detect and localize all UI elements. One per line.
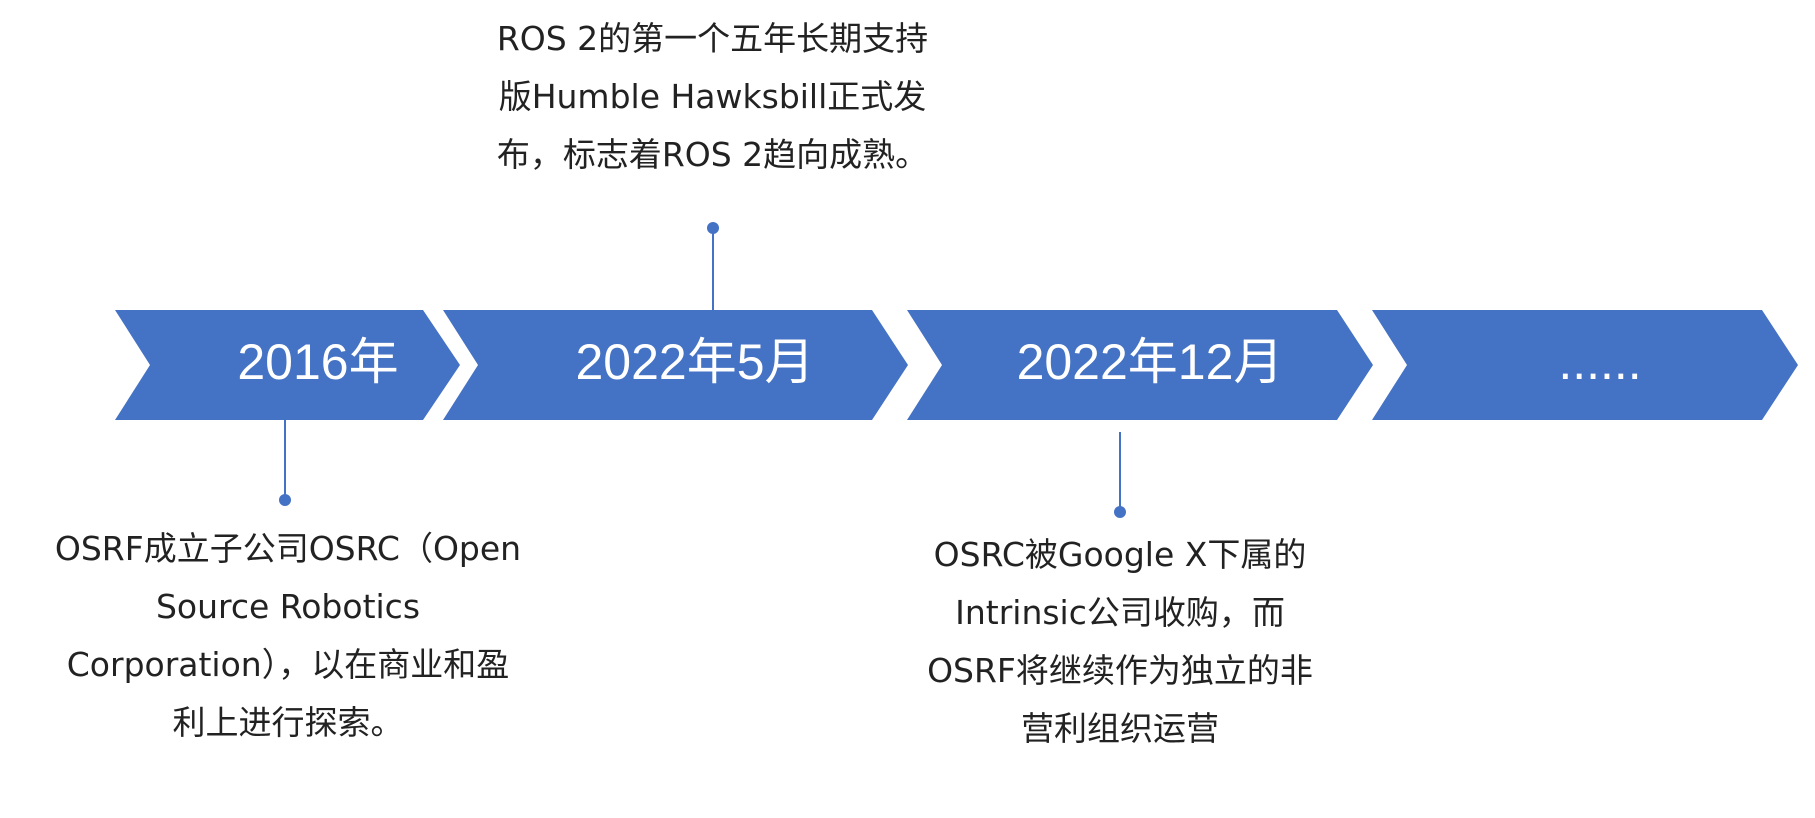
stage-label-2016: 2016年 bbox=[237, 334, 399, 390]
stage-label-2022-may: 2022年5月 bbox=[575, 334, 815, 390]
event-2016: OSRF成立子公司OSRC（Open Source Robotics Corpo… bbox=[8, 520, 568, 752]
event-2022-dec: OSRC被Google X下属的 Intrinsic公司收购，而 OSRF将继续… bbox=[860, 526, 1380, 758]
stage-label-ellipsis: ...... bbox=[1558, 334, 1642, 390]
timeline-chevron-4 bbox=[1372, 310, 1798, 420]
event-2022-dec-line-4: 营利组织运营 bbox=[1021, 709, 1219, 748]
timeline-chevron-1 bbox=[115, 310, 460, 420]
event-2016-line-1: OSRF成立子公司OSRC（Open bbox=[54, 529, 522, 568]
stage-label-2022-dec: 2022年12月 bbox=[1016, 334, 1284, 390]
event-2022-dec-line-1: OSRC被Google X下属的 bbox=[933, 535, 1307, 574]
event-2016-line-3: Corporation），以在商业和盈 bbox=[66, 645, 510, 684]
event-2022-dec-line-3: OSRF将继续作为独立的非 bbox=[927, 651, 1313, 690]
timeline-chevron-3 bbox=[907, 310, 1373, 420]
event-2016-line-2: Source Robotics bbox=[155, 587, 421, 626]
event-2022-dec-line-2: Intrinsic公司收购，而 bbox=[955, 593, 1285, 632]
event-2022-may-line-1: ROS 2的第一个五年长期支持 bbox=[496, 19, 929, 58]
connector-dot-2022-may bbox=[707, 222, 719, 234]
timeline-chevron-2 bbox=[443, 310, 908, 420]
connector-dot-2016 bbox=[279, 494, 291, 506]
connector-dot-2022-dec bbox=[1114, 506, 1126, 518]
event-2022-may-line-3: 布，标志着ROS 2趋向成熟。 bbox=[496, 135, 929, 174]
event-2022-may: ROS 2的第一个五年长期支持 版Humble Hawksbill正式发 布，标… bbox=[440, 10, 985, 184]
event-2016-line-4: 利上进行探索。 bbox=[172, 703, 404, 742]
event-2022-may-line-2: 版Humble Hawksbill正式发 bbox=[498, 77, 927, 116]
